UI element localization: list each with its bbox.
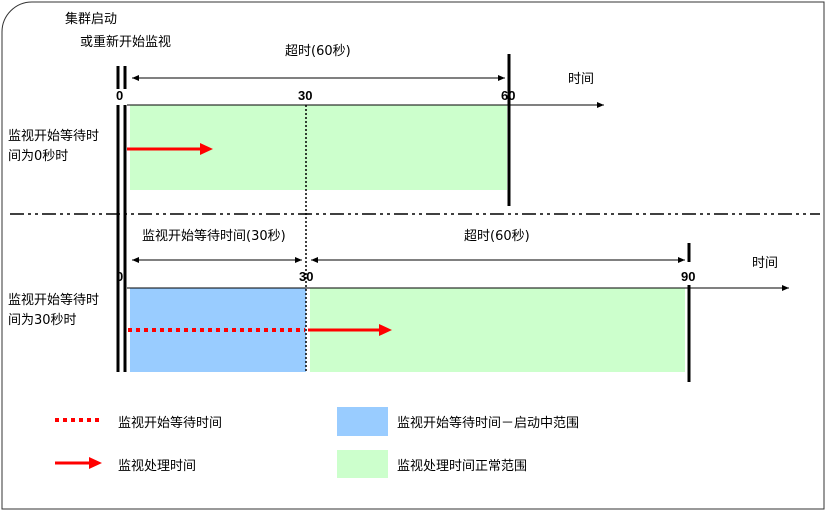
- scenario-b-label-2: 间为30秒时: [8, 313, 77, 328]
- time-axis-label-b: 时间: [752, 256, 778, 271]
- legend-normal-label: 监视处理时间正常范围: [397, 459, 527, 474]
- scenario-a-label-1: 监视开始等待时: [8, 128, 99, 144]
- legend-starting-swatch: [337, 407, 388, 436]
- legend: 监视开始等待时间 监视处理时间 监视开始等待时间－启动中范围 监视处理时间正常范…: [55, 407, 579, 478]
- legend-wait-label: 监视开始等待时间: [118, 415, 222, 431]
- tick-b-90: 90: [681, 269, 695, 284]
- legend-starting-label: 监视开始等待时间－启动中范围: [397, 415, 579, 431]
- scenario-b: 监视开始等待时间(30秒) 超时(60秒) 0 30 90 时间 监视开始等待时…: [8, 228, 789, 382]
- scenario-b-label-1: 监视开始等待时: [8, 292, 99, 308]
- legend-normal-swatch: [337, 450, 388, 478]
- scenario-a-label-2: 间为0秒时: [8, 149, 68, 164]
- title-line2: 或重新开始监视: [80, 34, 171, 50]
- scenario-a: 超时(60秒) 0 30 60 时间 监视开始等待时 间为0秒时: [8, 44, 604, 206]
- tick-a-60: 60: [501, 88, 515, 103]
- tick-a-30: 30: [298, 88, 312, 103]
- wait-label-b: 监视开始等待时间(30秒): [142, 228, 286, 244]
- timeout-label-a: 超时(60秒): [285, 44, 351, 59]
- tick-a-0: 0: [116, 88, 123, 103]
- tick-b-0: 0: [116, 269, 123, 284]
- tick-b-30: 30: [299, 269, 313, 284]
- time-axis-label-a: 时间: [568, 72, 594, 87]
- legend-process-label: 监视处理时间: [118, 459, 196, 474]
- title-line1: 集群启动: [65, 11, 117, 27]
- timeout-label-b: 超时(60秒): [464, 229, 530, 244]
